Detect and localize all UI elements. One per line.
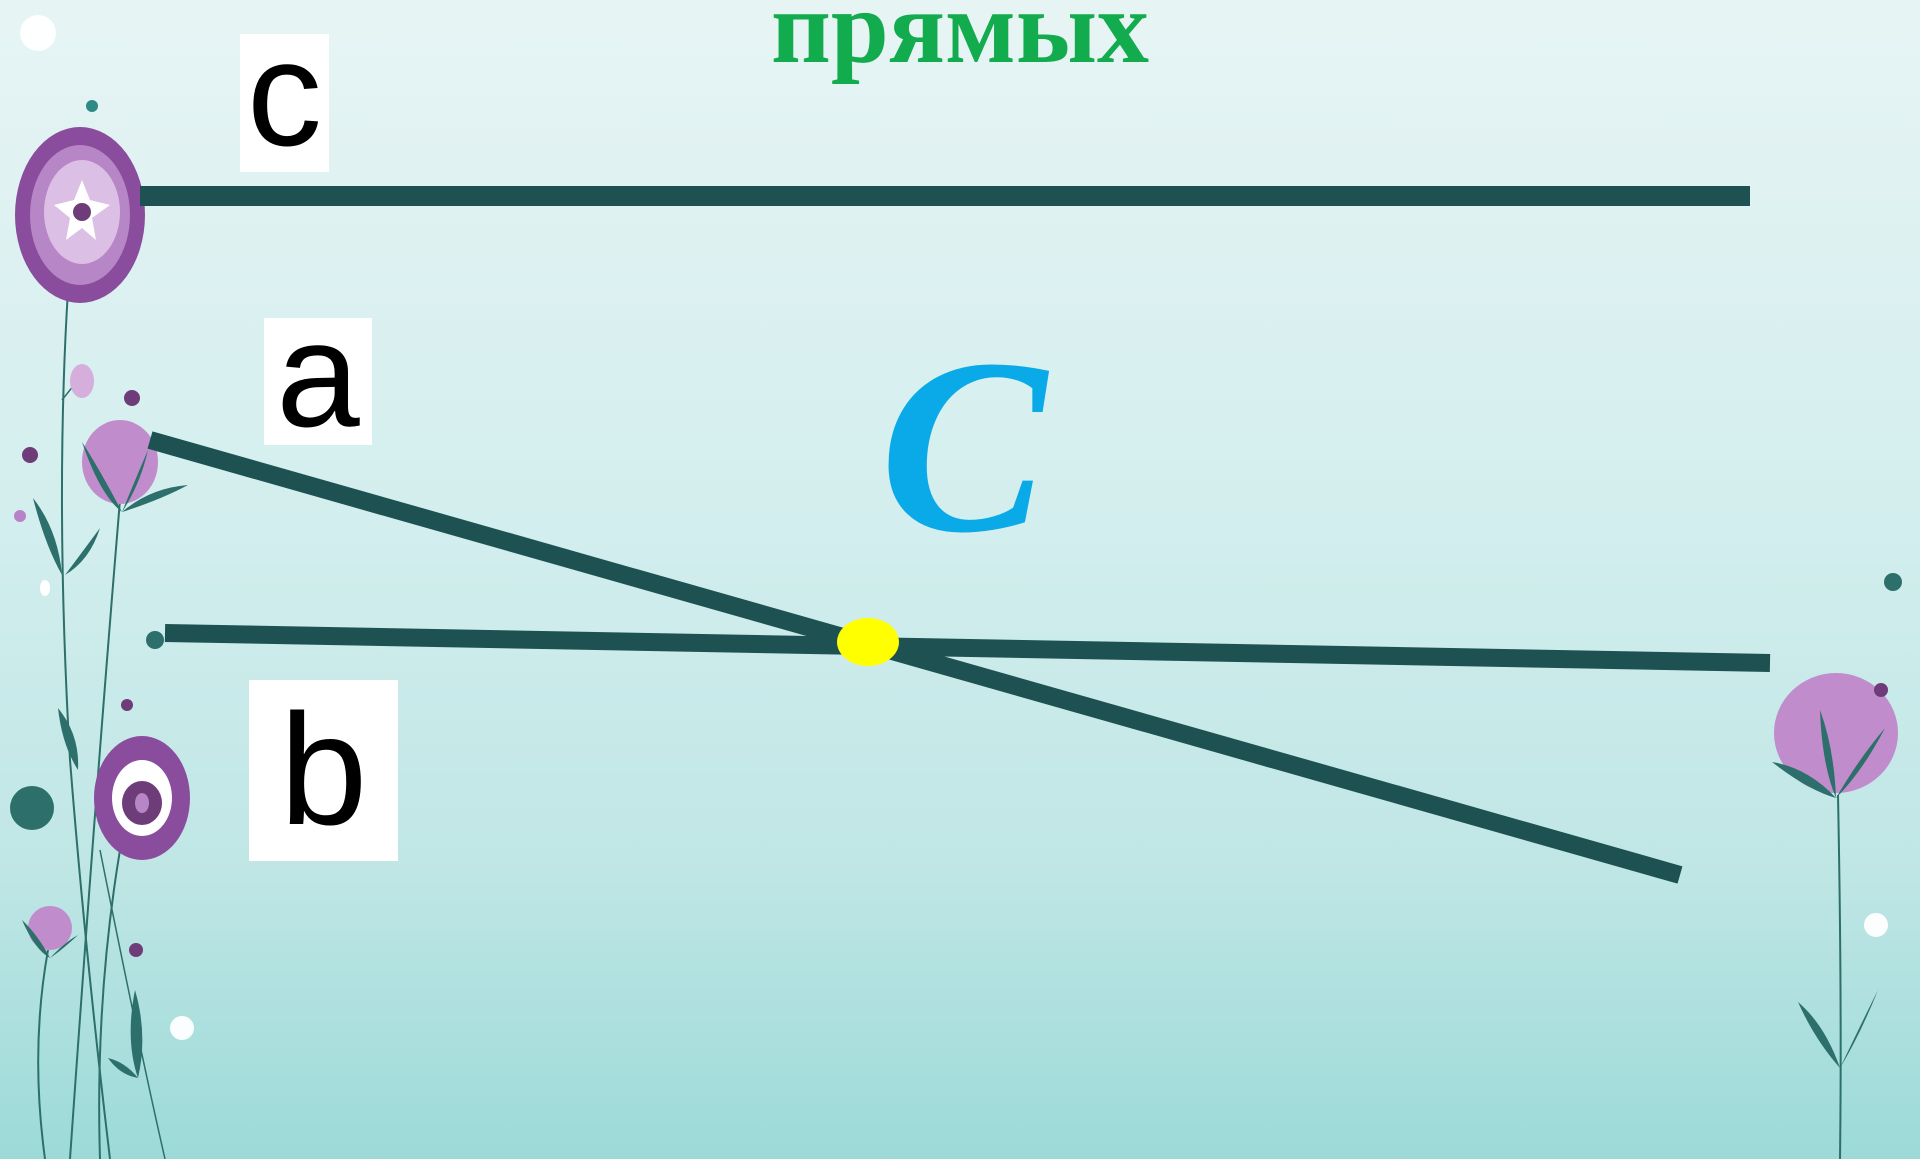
flower-decoration-left-icon xyxy=(10,15,194,1159)
line-c-label: c xyxy=(240,18,329,172)
line-a-label: a xyxy=(264,299,372,449)
intersection-point-label: С xyxy=(880,308,1047,585)
line-a xyxy=(147,431,1683,884)
lines-diagram xyxy=(140,186,1771,884)
slide-heading: прямых xyxy=(770,0,1150,85)
flower-decoration-right-icon xyxy=(1772,573,1902,1159)
line-b-label: b xyxy=(249,680,398,861)
intersection-point xyxy=(837,618,899,666)
line-b xyxy=(164,624,1771,672)
